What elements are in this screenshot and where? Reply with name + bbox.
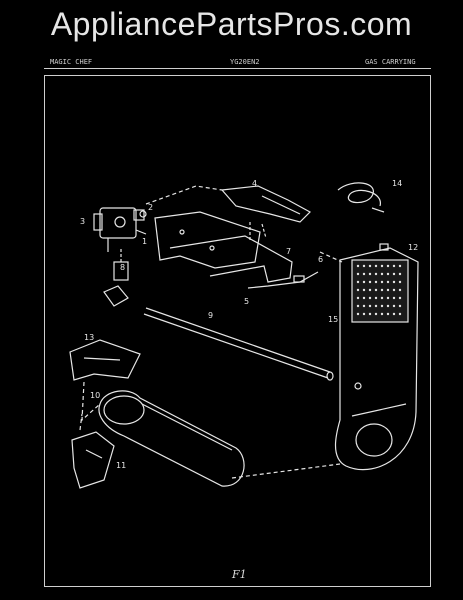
callout-6: 6	[318, 255, 323, 264]
fastener-part	[379, 243, 389, 251]
callout-8: 8	[120, 263, 125, 272]
header-model: YG20EN2	[230, 58, 260, 66]
clip-part	[135, 229, 147, 235]
chamber-grille	[356, 264, 402, 316]
callout-9: 9	[208, 311, 213, 320]
burner-support-part	[71, 431, 115, 489]
sensor-wire-part	[247, 271, 319, 289]
burner-tube-part	[98, 390, 245, 487]
callout-labels: 1 2 3 4 5 6 7 8 9 10 11 12 13 14 15	[80, 179, 418, 470]
gas-tube-part	[143, 307, 334, 381]
screw-part	[139, 210, 147, 218]
header-section: GAS CARRYING	[365, 58, 416, 66]
header-brand: MAGIC CHEF	[50, 58, 93, 66]
callout-4: 4	[252, 179, 257, 188]
header-rule	[44, 68, 431, 69]
burner-shield-part	[69, 339, 141, 381]
leader-line	[249, 222, 267, 240]
callout-5: 5	[244, 297, 249, 306]
diagram-frame	[44, 75, 431, 587]
callout-2: 2	[148, 203, 153, 212]
watermark: AppliancePartsPros.com	[50, 6, 413, 42]
callout-3: 3	[80, 217, 85, 226]
sensor-part	[293, 275, 305, 283]
burner-bracket-part	[154, 211, 293, 283]
wire-harness-part	[337, 182, 385, 213]
callout-14: 14	[392, 179, 402, 188]
figure-label: F1	[232, 568, 247, 581]
callout-10: 10	[90, 391, 100, 400]
combustion-chamber-part	[334, 247, 419, 471]
callout-15: 15	[328, 315, 338, 324]
callout-7: 7	[286, 247, 291, 256]
callout-1: 1	[142, 237, 147, 246]
igniter-part	[220, 185, 311, 223]
gas-valve-part	[93, 207, 145, 252]
assembly-lines	[79, 185, 343, 479]
callout-11: 11	[116, 461, 126, 470]
callout-13: 13	[84, 333, 94, 342]
callout-12: 12	[408, 243, 418, 252]
